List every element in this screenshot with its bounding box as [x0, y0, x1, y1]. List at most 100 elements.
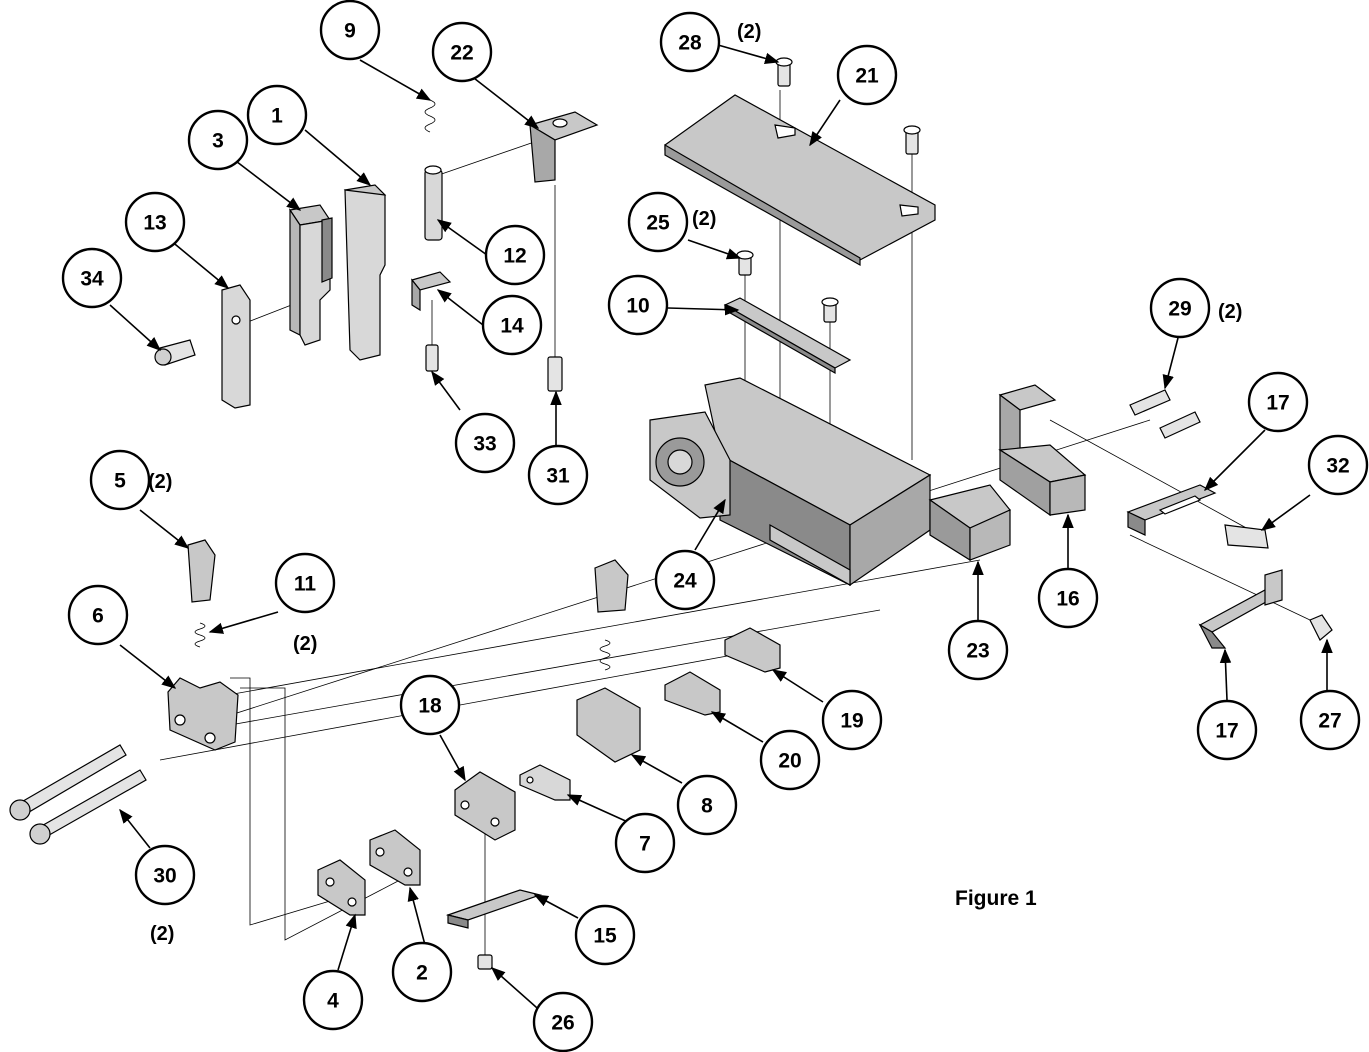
callout-circle	[391, 941, 453, 1003]
callout-circle	[607, 274, 669, 336]
callout-c11: 11	[274, 552, 336, 614]
callout-circle	[274, 552, 336, 614]
callout-number: 13	[143, 212, 166, 235]
part-16-bracket	[998, 384, 1087, 517]
callout-c33: 33	[454, 412, 516, 474]
part-31-screw	[547, 356, 563, 392]
part-12-pin	[424, 165, 443, 241]
parts	[9, 57, 1333, 970]
callout-number: 24	[673, 570, 697, 593]
callout-c32: 32	[1307, 434, 1369, 496]
callout-circle	[67, 584, 129, 646]
callout-circle	[1149, 277, 1211, 339]
callout-circle	[676, 774, 738, 836]
callout-c18: 18	[399, 674, 461, 736]
callout-c7: 7	[614, 812, 676, 874]
callout-number: 17	[1266, 392, 1289, 415]
callout-number: 26	[551, 1012, 574, 1035]
part-8-block	[576, 687, 641, 763]
figure-title: Figure 1	[955, 887, 1037, 910]
part-28-screws	[775, 57, 921, 155]
callout-c17b: 17	[1196, 699, 1258, 761]
callout-circle	[484, 224, 546, 286]
part-2-washer	[369, 829, 421, 886]
callout-circle	[187, 109, 249, 171]
callout-number: 1	[271, 105, 283, 128]
callout-number: 9	[344, 20, 356, 43]
callout-circle	[821, 689, 883, 751]
part-19-block	[724, 627, 781, 673]
callout-c14: 14	[481, 294, 543, 356]
part-15-strip	[445, 889, 543, 929]
callout-number: 32	[1326, 455, 1349, 478]
quantity-label: (2)	[737, 21, 761, 43]
callout-number: 31	[546, 465, 570, 488]
callout-number: 12	[503, 245, 526, 268]
quantity-label: (2)	[148, 471, 172, 493]
part-17-l-bracket	[1198, 569, 1283, 649]
part-34-screw	[154, 339, 196, 366]
callout-c29: 29	[1149, 277, 1211, 339]
quantity-label: (2)	[150, 923, 174, 945]
callout-c3: 3	[187, 109, 249, 171]
callout-number: 14	[500, 315, 524, 338]
part-27-screw	[1309, 614, 1333, 641]
part-9-spring	[424, 99, 436, 133]
leader-lines	[109, 44, 1333, 1016]
callout-c23: 23	[947, 619, 1009, 681]
callout-c9: 9	[319, 0, 381, 61]
callout-circle	[134, 844, 196, 906]
callout-c10: 10	[607, 274, 669, 336]
callout-c1: 1	[246, 84, 308, 146]
callout-circle	[614, 812, 676, 874]
callout-circle	[319, 0, 381, 61]
callout-c28: 28	[659, 11, 721, 73]
callout-c13: 13	[124, 191, 186, 253]
callout-number: 4	[327, 990, 339, 1013]
part-17-plate	[1126, 484, 1217, 536]
callout-circle	[627, 191, 689, 253]
callout-number: 10	[626, 295, 649, 318]
callout-number: 6	[92, 605, 104, 628]
callout-c5: 5	[89, 449, 151, 511]
part-11-spring	[194, 622, 206, 648]
callout-number: 19	[840, 710, 863, 733]
callout-circle	[302, 969, 364, 1031]
part-7-plate	[519, 764, 571, 801]
part-21-cover-plate	[664, 94, 936, 267]
callout-c8: 8	[676, 774, 738, 836]
callout-circle	[532, 991, 594, 1052]
part-5-latch	[187, 539, 216, 603]
callout-c2: 2	[391, 941, 453, 1003]
part-30-bolts	[9, 744, 147, 845]
callout-number: 15	[593, 925, 617, 948]
part-23-block	[928, 484, 1011, 562]
callout-c19: 19	[821, 689, 883, 751]
callout-circle	[574, 904, 636, 966]
callout-number: 30	[153, 865, 176, 888]
callout-c12: 12	[484, 224, 546, 286]
callout-c6: 6	[67, 584, 129, 646]
callout-circle	[89, 449, 151, 511]
callout-number: 17	[1215, 720, 1238, 743]
callout-circle	[759, 729, 821, 791]
callout-c30: 30	[134, 844, 196, 906]
callout-number: 8	[701, 795, 713, 818]
callout-number: 29	[1168, 298, 1191, 321]
callout-circle	[1196, 699, 1258, 761]
callout-number: 7	[639, 833, 651, 856]
part-1-blade	[343, 184, 387, 361]
callout-number: 3	[212, 130, 224, 153]
callout-c31: 31	[527, 444, 589, 506]
callout-circle	[1299, 689, 1361, 751]
callout-circle	[481, 294, 543, 356]
callout-number: 25	[646, 212, 670, 235]
callout-circle	[454, 412, 516, 474]
callout-number: 22	[450, 42, 473, 65]
callout-circle	[124, 191, 186, 253]
callout-number: 20	[778, 750, 801, 773]
part-13-lever	[221, 284, 251, 409]
callout-number: 18	[418, 695, 442, 718]
quantity-label: (2)	[1218, 301, 1242, 323]
